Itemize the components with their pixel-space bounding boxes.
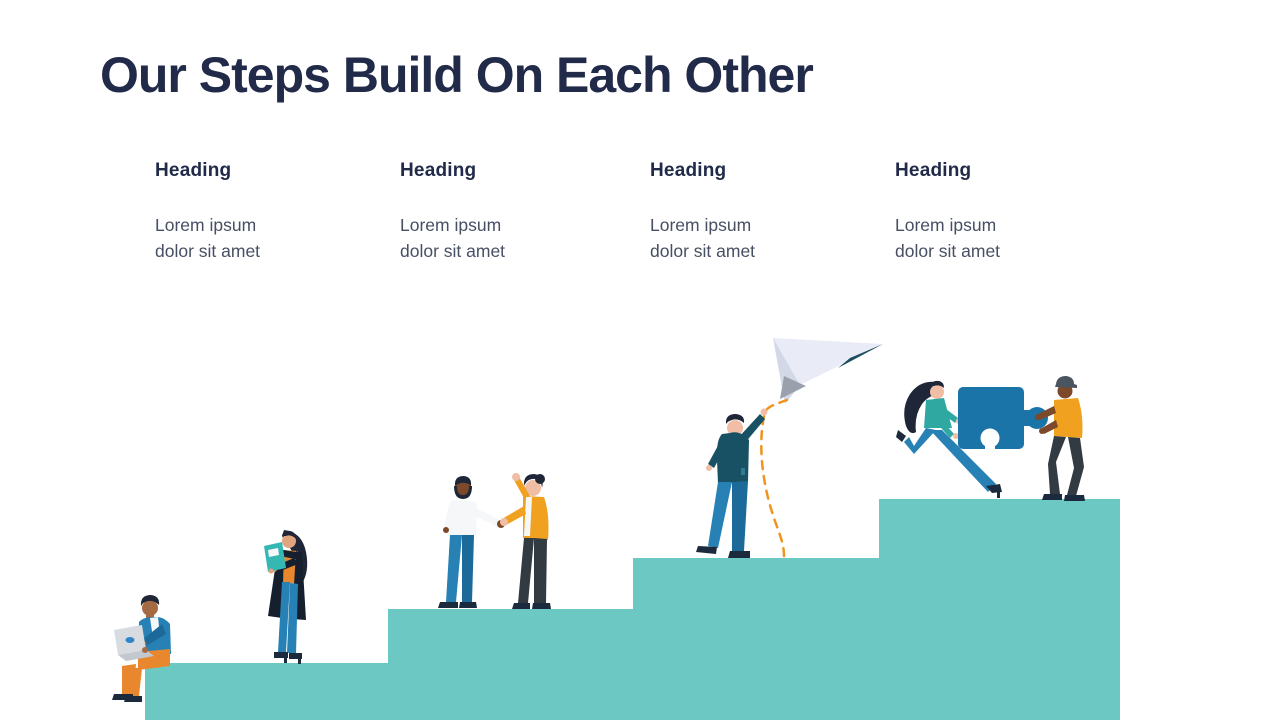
column-4-heading: Heading: [895, 160, 972, 181]
column-1-body: Lorem ipsum dolor sit amet: [155, 215, 261, 261]
column-1-heading: Heading: [155, 160, 232, 181]
two-men-shaking-hands-illustration: [438, 473, 551, 609]
man-launching-paper-airplane-illustration: [696, 338, 883, 558]
man-working-on-laptop-illustration: [112, 595, 171, 702]
staircase-step-3: [633, 558, 879, 720]
handshake-right-man-figure: [500, 473, 551, 609]
column-3-heading: Heading: [650, 160, 727, 181]
column-4-body: Lorem ipsum dolor sit amet: [895, 215, 1001, 261]
step-column-1: Heading Lorem ipsum dolor sit amet: [155, 160, 325, 264]
puzzle-man-figure: [1035, 376, 1085, 501]
two-people-joining-puzzle-piece-illustration: [896, 376, 1085, 501]
column-2-body: Lorem ipsum dolor sit amet: [400, 215, 506, 261]
column-3-body: Lorem ipsum dolor sit amet: [650, 215, 756, 261]
slide-title: Our Steps Build On Each Other: [100, 47, 814, 103]
staircase-step-1: [145, 663, 388, 720]
puzzle-piece-icon: [958, 387, 1048, 450]
staircase-step-2: [388, 609, 633, 720]
dashed-trajectory-line: [760, 398, 789, 558]
staircase-step-4: [879, 499, 1120, 720]
step-column-4: Heading Lorem ipsum dolor sit amet: [895, 160, 1065, 264]
laptop-icon: [114, 625, 154, 661]
teal-folder-icon: [264, 542, 286, 574]
airplane-man-figure: [696, 408, 768, 558]
step-column-3: Heading Lorem ipsum dolor sit amet: [650, 160, 820, 264]
woman-holding-folder-illustration: [264, 530, 308, 664]
column-2-heading: Heading: [400, 160, 477, 181]
step-column-2: Heading Lorem ipsum dolor sit amet: [400, 160, 570, 264]
paper-airplane-icon: [773, 338, 883, 404]
handshake-left-man-figure: [438, 476, 505, 608]
